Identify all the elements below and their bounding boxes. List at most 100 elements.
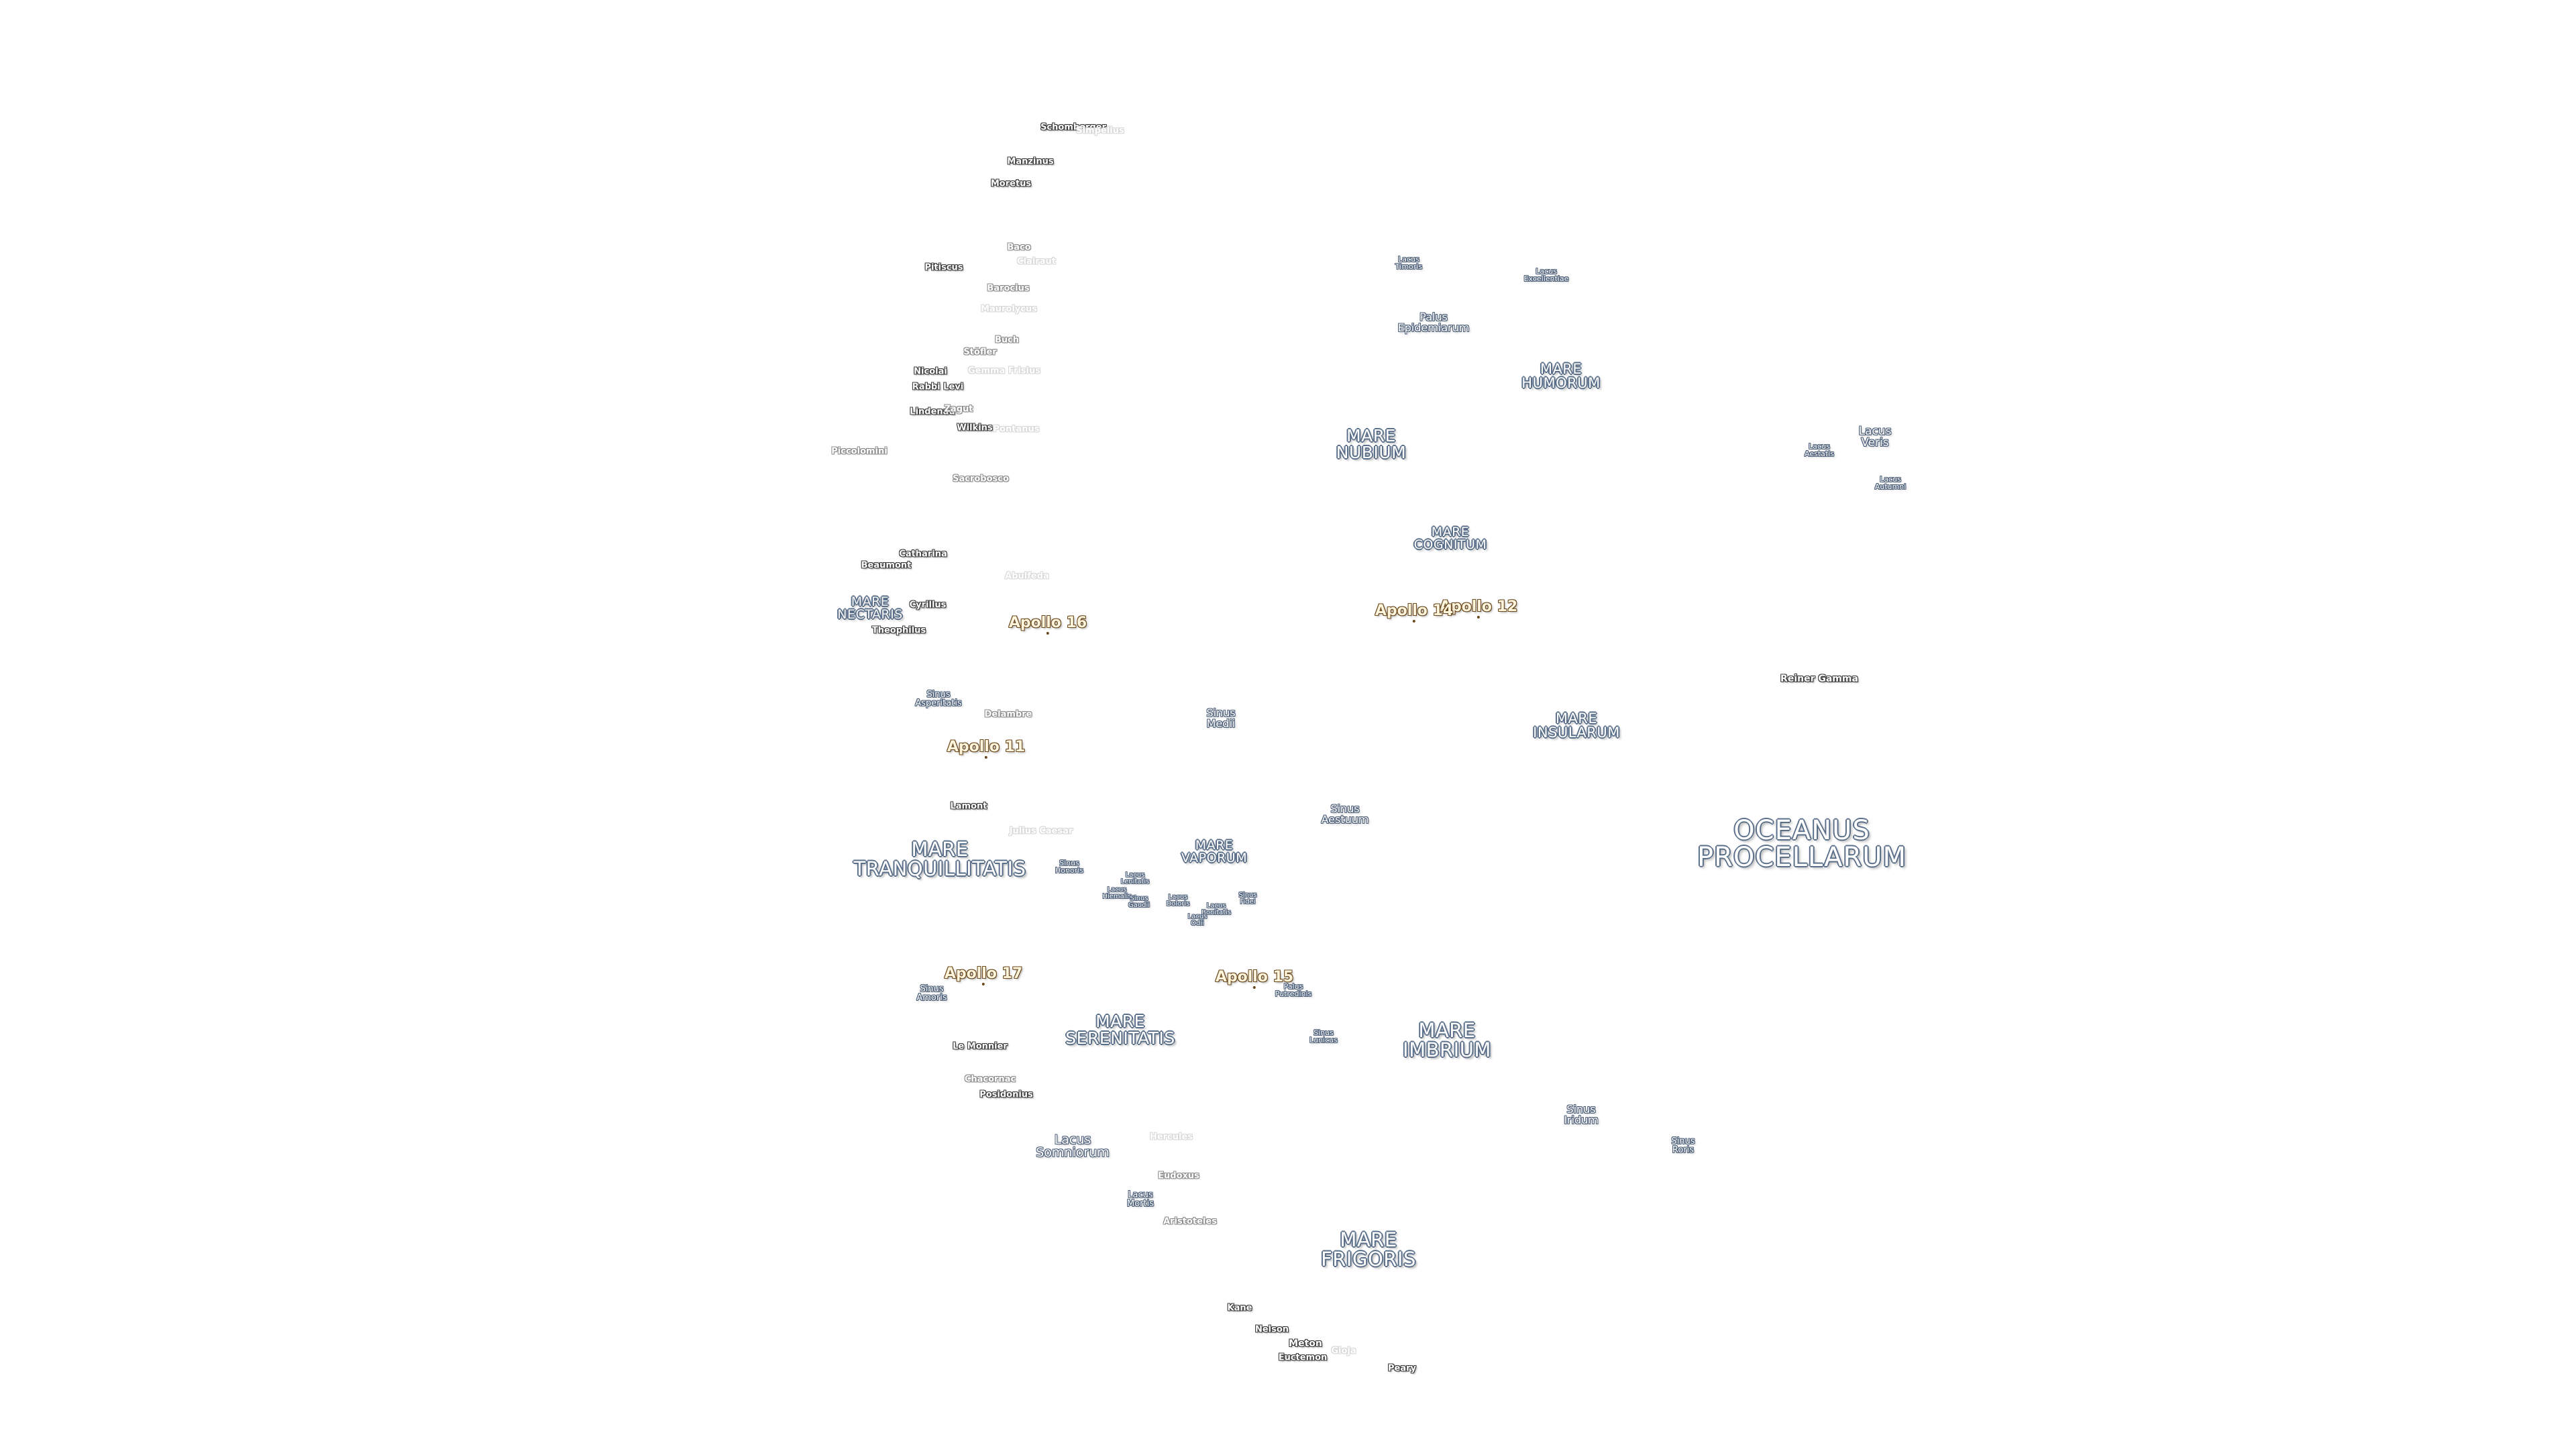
mare-line1: MARE	[1431, 525, 1470, 539]
feature-line1: Lacus	[1398, 255, 1419, 264]
feature-line2: Odii	[1191, 920, 1204, 927]
crater-lamont-label: Lamont	[950, 801, 987, 812]
feature-line1: Sinus	[920, 984, 944, 994]
feature-line1: Palus	[1419, 311, 1448, 323]
feature-line2: Hiemalis	[1102, 893, 1132, 900]
crater-eudoxus-label: Eudoxus	[1158, 1171, 1199, 1181]
lacus-mortis-label: Lacus Mortis	[1127, 1191, 1154, 1208]
feature-line1: Sinus	[926, 690, 951, 700]
apollo-15-dot-icon	[1252, 986, 1256, 989]
feature-line1: Lacus	[1206, 902, 1226, 910]
apollo-16-dot-icon	[1046, 632, 1049, 635]
feature-line1: Lacus	[1168, 894, 1188, 901]
lacus-aestatis-label: Lacus Aestatis	[1805, 443, 1834, 458]
lacus-autumni-label: Lacus Autumni	[1875, 476, 1907, 490]
feature-line1: Palus	[1283, 982, 1303, 991]
mare-nubium-label: MARE NUBIUM	[1336, 427, 1406, 461]
feature-line2: Aestuum	[1321, 813, 1369, 826]
apollo-12-marker[interactable]: Apollo 12	[1439, 598, 1518, 619]
feature-line2: Lunicus	[1309, 1036, 1338, 1044]
feature-line2: Fidei	[1240, 898, 1256, 906]
sinus-medii-label: Sinus Medii	[1206, 708, 1235, 729]
crater-catharina-label: Catharina	[899, 549, 947, 559]
mare-line2: IMBRIUM	[1403, 1038, 1491, 1061]
apollo-12-label: Apollo 12	[1439, 598, 1518, 615]
mare-line1: MARE	[1418, 1019, 1476, 1042]
palus-epidemiarum-label: Palus Epidemiarum	[1398, 312, 1470, 333]
apollo-12-dot-icon	[1477, 616, 1480, 619]
feature-line2: Medii	[1206, 717, 1236, 730]
feature-line2: Iridum	[1564, 1114, 1599, 1126]
feature-line1: Sinus	[1130, 895, 1148, 902]
feature-line1: Sinus	[1206, 706, 1236, 719]
apollo-16-marker[interactable]: Apollo 16	[1009, 616, 1087, 635]
feature-line2: Asperitatis	[915, 698, 962, 708]
crater-piccolomini-label: Piccolomini	[831, 446, 888, 457]
crater-peary-label: Peary	[1387, 1363, 1417, 1374]
apollo-17-marker[interactable]: Apollo 17	[944, 965, 1023, 985]
crater-delambre-label: Delambre	[984, 709, 1032, 720]
mare-line2: INSULARUM	[1533, 724, 1620, 741]
mare-line1: MARE	[1195, 838, 1234, 853]
feature-line2: Gaudii	[1128, 902, 1150, 909]
crater-le-monnier-label: Le Monnier	[953, 1041, 1008, 1052]
mare-line2: FRIGORIS	[1321, 1248, 1416, 1271]
crater-sacrobosco-label: Sacrobosco	[953, 474, 1009, 484]
apollo-17-label: Apollo 17	[944, 965, 1023, 982]
feature-line2: Somniorum	[1036, 1145, 1110, 1160]
sinus-fidei-label: Sinus Fidei	[1238, 892, 1256, 906]
lacus-doloris-label: Lacus Doloris	[1167, 894, 1190, 908]
feature-line1: Lacus	[1536, 267, 1557, 276]
sinus-roris-label: Sinus Roris	[1671, 1137, 1695, 1155]
feature-line2: Honoris	[1055, 866, 1084, 875]
feature-line1: Lacus	[1809, 442, 1830, 451]
mare-line1: MARE	[1540, 361, 1582, 377]
lacus-veris-label: Lacus Veris	[1859, 426, 1892, 449]
apollo-11-label: Apollo 11	[947, 739, 1026, 755]
mare-frigoris-label: MARE FRIGORIS	[1321, 1230, 1416, 1269]
apollo-11-dot-icon	[984, 756, 987, 759]
mare-line1: MARE	[1346, 426, 1396, 445]
crater-gioja-label: Gioja	[1331, 1346, 1356, 1356]
lacus-bonitatis-label: Lacus Bonitatis	[1201, 903, 1231, 916]
crater-julius-caesar-label: Julius Caesar	[1009, 826, 1073, 837]
sinus-iridum-label: Sinus Iridum	[1564, 1104, 1599, 1126]
crater-baco-label: Baco	[1007, 242, 1031, 253]
crater-zagut-label: Zagut	[944, 404, 973, 415]
feature-line2: Excellentiae	[1523, 274, 1569, 283]
mare-line2: NUBIUM	[1336, 443, 1407, 462]
feature-line2: Roris	[1672, 1145, 1695, 1155]
feature-line2: Timoris	[1395, 262, 1423, 271]
crater-cyrillus-label: Cyrillus	[909, 600, 947, 610]
mare-cognitum-label: MARE COGNITUM	[1414, 526, 1487, 551]
apollo-14-marker[interactable]: Apollo 14	[1375, 604, 1453, 623]
mare-line1: MARE	[1555, 710, 1598, 727]
feature-line2: Doloris	[1166, 900, 1190, 908]
lacus-timoris-label: Lacus Timoris	[1395, 256, 1422, 270]
mare-line1: MARE	[1095, 1012, 1145, 1031]
crater-wilkins-label: Wilkins	[957, 423, 993, 433]
apollo-15-label: Apollo 15	[1215, 969, 1294, 985]
lacus-somniorum-label: Lacus Somniorum	[1036, 1134, 1110, 1159]
feature-line1: Lacus	[1128, 1190, 1153, 1200]
feature-line1: Sinus	[1330, 802, 1360, 815]
crater-meton-label: Meton	[1289, 1338, 1322, 1349]
crater-aristoteles-label: Aristoteles	[1163, 1216, 1217, 1227]
crater-euctemon-label: Euctemon	[1278, 1352, 1328, 1363]
apollo-11-marker[interactable]: Apollo 11	[947, 739, 1026, 759]
mare-line2: COGNITUM	[1413, 537, 1487, 552]
mare-line2: TRANQUILLITATIS	[853, 857, 1026, 880]
oceanus-line2: PROCELLARUM	[1697, 842, 1907, 873]
palus-putredinis-label: Palus Putredinis	[1275, 983, 1312, 998]
crater-moretus-label: Moretus	[990, 178, 1032, 189]
mare-line2: NECTARIS	[837, 607, 903, 622]
oceanus-procellarum-label: OCEANUS PROCELLARUM	[1697, 817, 1907, 871]
crater-maurolycus-label: Maurolycus	[981, 304, 1037, 315]
sinus-gaudii-label: Sinus Gaudii	[1128, 896, 1150, 909]
sinus-honoris-label: Sinus Honoris	[1055, 859, 1083, 874]
crater-nelson-label: Nelson	[1254, 1324, 1289, 1335]
apollo-15-marker[interactable]: Apollo 15	[1215, 969, 1294, 989]
lacus-odii-label: Lacus Odii	[1188, 914, 1208, 927]
crater-schomberger-label: Schomberger	[1040, 122, 1106, 133]
